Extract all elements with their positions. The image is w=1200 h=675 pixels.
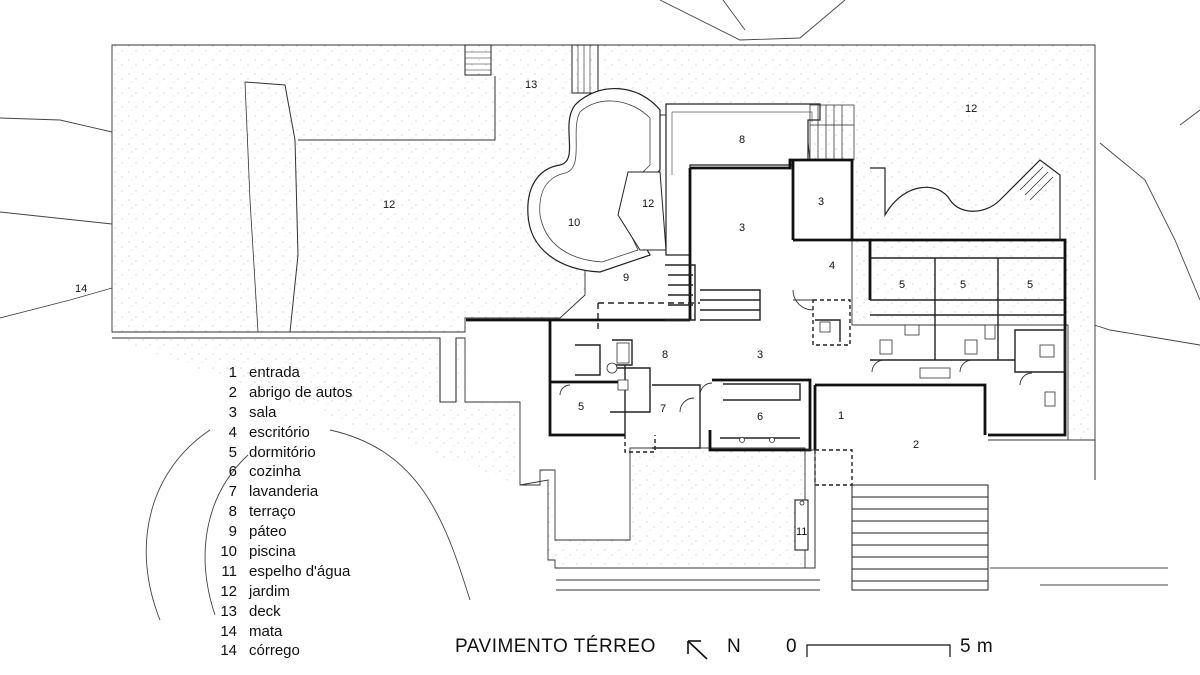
- legend-item-label: córrego: [249, 642, 300, 660]
- legend-item-label: escritório: [249, 423, 310, 441]
- legend-item-number: 13: [220, 602, 237, 620]
- room-label-abrigo: 2: [913, 439, 919, 451]
- north-arrow-icon: [687, 640, 708, 660]
- scale-end-label: 5 m: [960, 636, 994, 657]
- legend-item-number: 7: [228, 483, 237, 501]
- terrace-steps: [809, 104, 855, 161]
- room-label-mata: 14: [75, 283, 87, 295]
- room-label-dorm-2: 5: [960, 279, 966, 291]
- legend-item-number: 6: [228, 463, 237, 481]
- room-label-jardim-pool: 12: [642, 198, 654, 210]
- terrain-contours: [0, 0, 1200, 621]
- legend-item: 3 sala: [213, 403, 352, 423]
- legend-item: 1 entrada: [213, 363, 352, 383]
- legend-item: 13 deck: [213, 602, 352, 622]
- plan-title: PAVIMENTO TÉRREO: [455, 636, 656, 657]
- room-label-espelho: 11: [796, 526, 807, 538]
- room-label-lavanderia: 7: [660, 403, 666, 415]
- room-label-deck: 13: [525, 79, 537, 91]
- entrance-stair: [851, 484, 989, 591]
- reflecting-pool: [794, 499, 809, 551]
- legend: 1 entrada 2 abrigo de autos 3 sala 4 escritório…: [213, 363, 352, 661]
- room-label-sala-upper: 3: [739, 222, 745, 234]
- legend-item-number: 10: [220, 543, 237, 561]
- room-label-entrada: 1: [838, 410, 844, 422]
- north-label: N: [727, 636, 742, 657]
- legend-item: 7 lavanderia: [213, 482, 352, 502]
- legend-item: 14 córrego: [213, 641, 352, 661]
- legend-item-label: lavanderia: [249, 483, 319, 501]
- legend-item: 9 páteo: [213, 522, 352, 542]
- room-label-jardim-right: 12: [965, 103, 977, 115]
- room-label-terraco-mid: 8: [662, 349, 668, 361]
- scale-bar: [806, 644, 951, 657]
- legend-item-label: jardim: [249, 582, 290, 600]
- legend-item-number: 4: [228, 423, 237, 441]
- legend-item-label: abrigo de autos: [249, 383, 353, 401]
- room-label-terraco-top: 8: [739, 134, 745, 146]
- legend-item: 5 dormitório: [213, 443, 352, 463]
- legend-item-label: sala: [249, 403, 277, 421]
- legend-item-label: entrada: [249, 364, 300, 381]
- scale-start-label: 0: [786, 636, 798, 657]
- legend-item-number: 3: [228, 403, 237, 421]
- legend-item-number: 5: [228, 443, 237, 461]
- legend-item-number: 2: [228, 383, 237, 401]
- legend-item: 14 mata: [213, 622, 352, 642]
- legend-item: 4 escritório: [213, 423, 352, 443]
- room-labels: 13 12 12 14 8 10 12 3 3 9 4 5 5 5 8 3 5 …: [75, 79, 1033, 538]
- garden-areas: [111, 44, 1096, 569]
- legend-item-number: 11: [221, 562, 237, 580]
- room-label-pateo: 9: [623, 272, 629, 284]
- room-label-escritorio: 4: [829, 260, 835, 272]
- legend-item: 12 jardim: [213, 582, 352, 602]
- legend-item-number: 1: [228, 364, 237, 381]
- legend-item: 2 abrigo de autos: [213, 383, 353, 403]
- room-label-dorm-left: 5: [578, 401, 584, 413]
- mata-boundary: [244, 81, 299, 333]
- legend-item-label: terraço: [249, 503, 296, 521]
- room-label-dorm-3: 5: [1027, 279, 1033, 291]
- room-label-piscina: 10: [568, 217, 580, 229]
- legend-item: 6 cozinha: [213, 462, 352, 482]
- legend-item: 10 piscina: [213, 542, 352, 562]
- legend-item-number: 9: [228, 523, 237, 541]
- legend-item-label: deck: [249, 602, 281, 620]
- legend-item-label: mata: [249, 622, 283, 640]
- room-label-cozinha: 6: [757, 411, 763, 423]
- legend-item: 8 terraço: [213, 502, 352, 522]
- door-swings: [559, 289, 1033, 413]
- legend-item-label: espelho d'água: [249, 562, 351, 580]
- legend-item-number: 8: [228, 503, 237, 521]
- room-label-jardim-left: 12: [383, 199, 395, 211]
- legend-item-label: páteo: [249, 523, 287, 541]
- room-label-dorm-1: 5: [899, 279, 905, 291]
- legend-item-number: 12: [220, 582, 237, 600]
- room-label-sala-main: 3: [757, 349, 763, 361]
- interior-walls: [575, 257, 1066, 486]
- bathroom-fixtures: [606, 321, 1056, 443]
- legend-item-label: cozinha: [249, 463, 301, 481]
- legend-item-number: 14: [220, 622, 237, 640]
- room-label-sala-top: 3: [818, 196, 824, 208]
- legend-item-label: piscina: [249, 543, 296, 561]
- legend-item-label: dormitório: [249, 443, 316, 461]
- deck: [464, 44, 599, 94]
- legend-item: 11 espelho d'água: [213, 562, 352, 582]
- legend-item-number: 14: [220, 642, 237, 660]
